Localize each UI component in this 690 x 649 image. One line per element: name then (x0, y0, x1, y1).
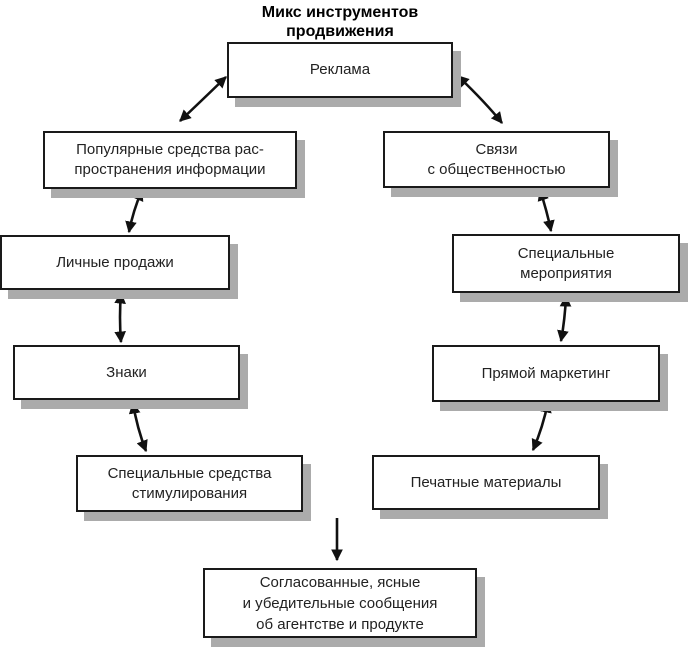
box-special-events: Специальные мероприятия (452, 234, 680, 293)
arrow-special-events-direct-marketing (557, 294, 572, 343)
arrow-advertising-mass-media (179, 76, 227, 122)
arrow-mass-media-personal-selling (125, 188, 144, 234)
box-print-materials-label: Печатные материалы (410, 473, 562, 491)
arrow-direct-marketing-print-materials (531, 400, 552, 452)
box-public-relations-label: Связи с общественностью (427, 140, 566, 178)
box-sales-promotion-label: Специальные средства стимулирования (107, 464, 272, 502)
diagram-title: Микс инструментов продвижения (261, 4, 419, 40)
box-sales-promotion: Специальные средства стимулирования (76, 455, 303, 512)
arrow-public-relations-special-events (537, 188, 555, 233)
box-personal-selling-label: Личные продажи (56, 253, 174, 271)
arrow-signs-sales-promotion (128, 401, 148, 453)
box-advertising-label: Реклама (309, 61, 371, 78)
box-signs: Знаки (13, 345, 240, 400)
arrow-advertising-public-relations (457, 75, 504, 124)
box-signs-label: Знаки (106, 363, 147, 381)
box-message-label: Согласованные, ясные и убедительные сооб… (242, 573, 438, 633)
box-direct-marketing: Прямой маркетинг (432, 345, 660, 402)
box-direct-marketing-label: Прямой маркетинг (481, 364, 611, 382)
box-personal-selling: Личные продажи (0, 235, 230, 290)
box-special-events-label: Специальные мероприятия (517, 244, 615, 282)
box-mass-media-label: Популярные средства рас- пространения ин… (74, 141, 266, 178)
box-advertising: Реклама (227, 42, 453, 98)
box-print-materials: Печатные материалы (372, 455, 600, 510)
box-message: Согласованные, ясные и убедительные сооб… (203, 568, 477, 638)
box-mass-media: Популярные средства рас- пространения ин… (43, 131, 297, 189)
arrow-personal-selling-signs (114, 291, 126, 344)
box-public-relations: Связи с общественностью (383, 131, 610, 188)
